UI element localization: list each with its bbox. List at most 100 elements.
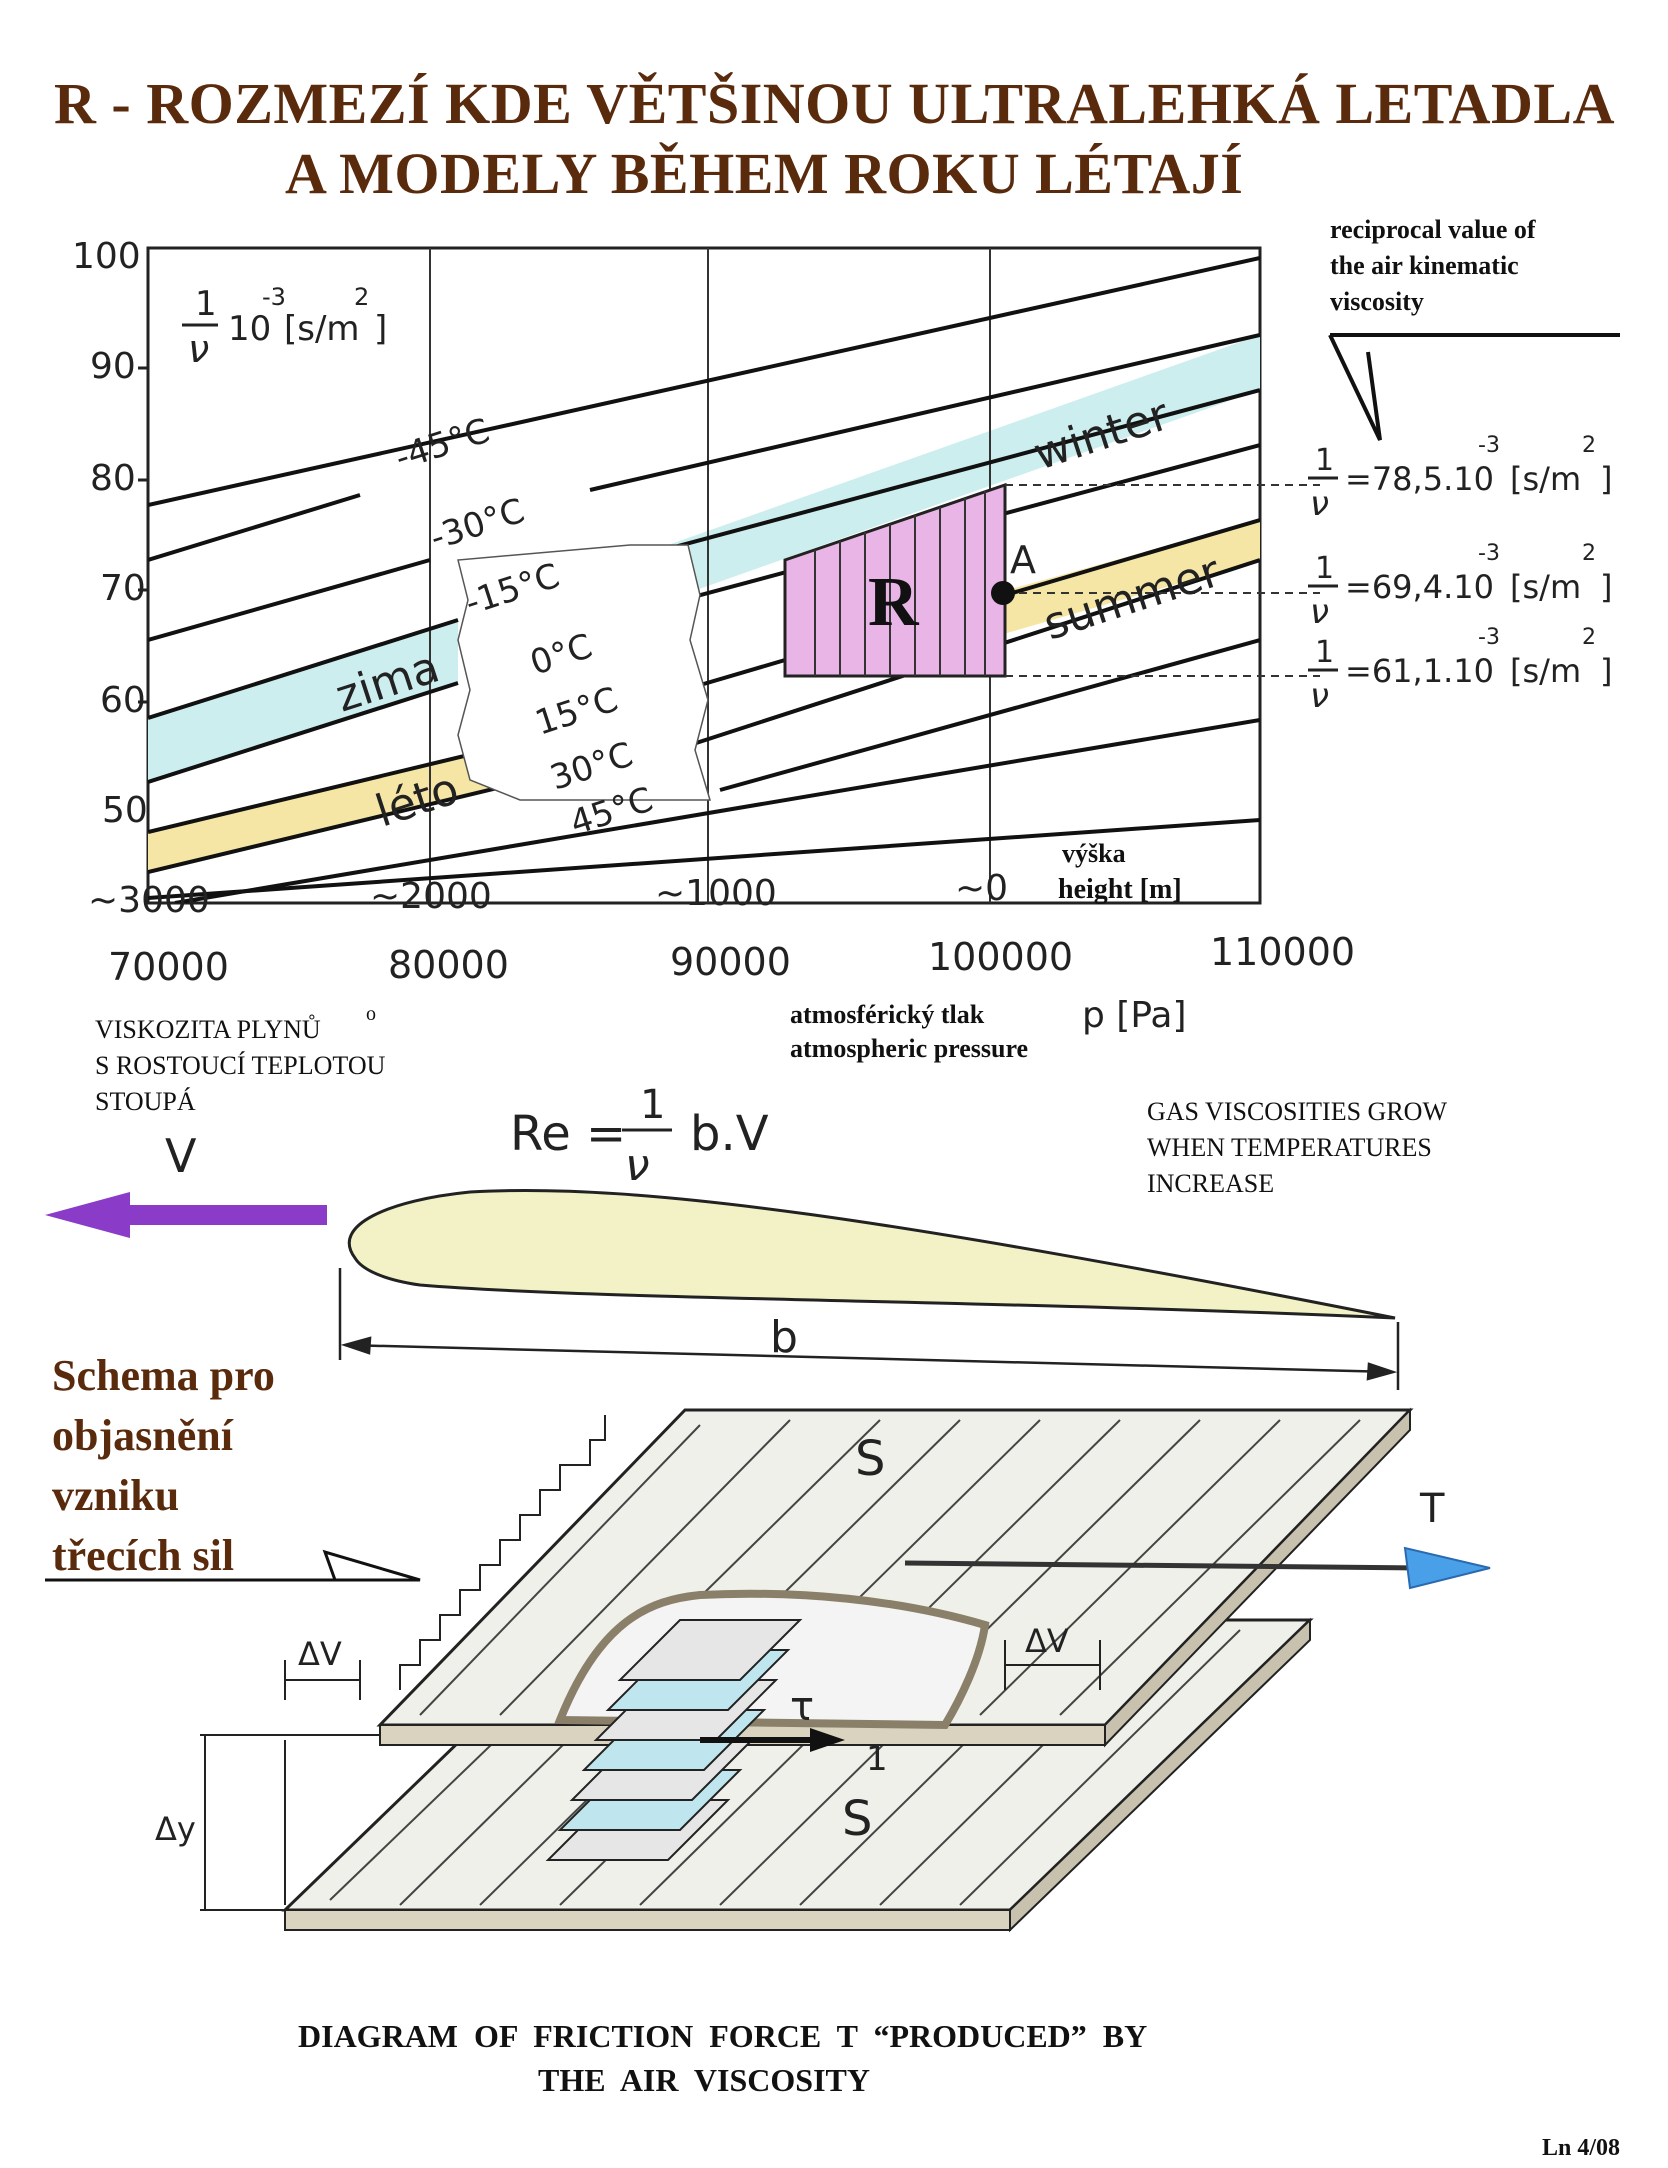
chord-label: b bbox=[770, 1312, 798, 1363]
gas-line3: INCREASE bbox=[1147, 1169, 1275, 1198]
x-tick-110000: 110000 bbox=[1210, 930, 1355, 974]
y-tick-50: 50 bbox=[102, 790, 148, 831]
ref-value-69: 1 ν =69,4.10 -3 [s/m 2 ] bbox=[1308, 541, 1612, 632]
pressure-label-cz: atmosférický tlak bbox=[790, 1000, 985, 1029]
svg-text:]: ] bbox=[1600, 568, 1612, 606]
top-plate bbox=[376, 1407, 1414, 1748]
height-ticks: ~3000 ~2000 ~1000 ~0 bbox=[88, 868, 1008, 921]
region-r-label: R bbox=[868, 564, 920, 641]
svg-text:-3: -3 bbox=[1478, 433, 1500, 458]
left-velocity-profile bbox=[200, 1415, 606, 1911]
x-tick-70000: 70000 bbox=[108, 945, 229, 989]
y-axis-ticks: 100 90 80 70 60 50 bbox=[72, 236, 148, 831]
svg-text:b.V: b.V bbox=[690, 1106, 769, 1162]
svg-text:=78,5.10: =78,5.10 bbox=[1345, 460, 1494, 498]
point-a-label: A bbox=[1010, 538, 1036, 582]
schema-line3: vzniku bbox=[52, 1471, 180, 1520]
pressure-label-en: atmospheric pressure bbox=[790, 1034, 1029, 1063]
force-t-label: T bbox=[1419, 1486, 1445, 1532]
delta-v-right: ΔV bbox=[1025, 1622, 1069, 1660]
x-axis-ticks: 70000 80000 90000 100000 110000 bbox=[108, 930, 1355, 989]
page-title-line1: R - ROZMEZÍ KDE VĚTŠINOU ULTRALEHKÁ LETA… bbox=[54, 70, 1615, 137]
height-tick-3000: ~3000 bbox=[88, 880, 210, 921]
svg-text:-3: -3 bbox=[1478, 625, 1500, 650]
pressure-label: atmosférický tlak atmospheric pressure bbox=[790, 998, 1028, 1066]
svg-text:výška: výška bbox=[1062, 839, 1126, 868]
svg-text:2: 2 bbox=[354, 283, 369, 311]
title-line1-text: - ROZMEZÍ KDE VĚTŠINOU ULTRALEHKÁ LETADL… bbox=[96, 71, 1615, 136]
x-tick-100000: 100000 bbox=[928, 935, 1073, 979]
gas-line2: WHEN TEMPERATURES bbox=[1147, 1133, 1432, 1162]
friction-diagram: V Re = 1 ν b.V b bbox=[45, 1082, 1491, 1933]
viskozita-note: VISKOZITA PLYNŮ S ROSTOUCÍ TEPLOTOU STOU… bbox=[95, 1012, 385, 1120]
tau-label: τ bbox=[790, 1684, 814, 1730]
reference-values: 1 ν =78,5.10 -3 [s/m 2 ] 1 ν =69,4.10 -3… bbox=[1308, 433, 1612, 716]
viskozita-line1: VISKOZITA PLYNŮ bbox=[95, 1015, 321, 1044]
plot-area bbox=[146, 246, 1320, 905]
svg-text:1: 1 bbox=[640, 1082, 665, 1128]
delta-v-left: ΔV bbox=[298, 1635, 342, 1673]
svg-text:1: 1 bbox=[1315, 551, 1334, 586]
velocity-symbol: V bbox=[165, 1129, 197, 1183]
svg-text:-3: -3 bbox=[262, 283, 286, 311]
y-tick-90: 90 bbox=[90, 346, 136, 387]
svg-text:1: 1 bbox=[1315, 635, 1334, 670]
svg-text:]: ] bbox=[1600, 652, 1612, 690]
svg-text:2: 2 bbox=[1582, 541, 1596, 566]
fluid-layers bbox=[545, 1619, 803, 1861]
reference-lines bbox=[1005, 484, 1320, 677]
svg-text:ν: ν bbox=[625, 1140, 650, 1191]
gas-viscosities-note: GAS VISCOSITIES GROW WHEN TEMPERATURES I… bbox=[1147, 1094, 1447, 1202]
y-tick-80: 80 bbox=[90, 458, 136, 499]
reciprocal-line1: reciprocal value of bbox=[1330, 215, 1536, 244]
svg-text:ν: ν bbox=[1310, 592, 1329, 632]
svg-text:-3: -3 bbox=[1478, 541, 1500, 566]
y-tick-100: 100 bbox=[72, 236, 141, 277]
caption-line1: DIAGRAM OF FRICTION FORCE T “PRODUCED” B… bbox=[298, 2018, 1148, 2054]
svg-text:=69,4.10: =69,4.10 bbox=[1345, 568, 1494, 606]
svg-text:]: ] bbox=[1600, 460, 1612, 498]
gas-line1: GAS VISCOSITIES GROW bbox=[1147, 1097, 1447, 1126]
height-tick-2000: ~2000 bbox=[370, 876, 492, 917]
chord-dimension bbox=[338, 1268, 1400, 1390]
tau-arrow bbox=[700, 1728, 845, 1752]
reciprocal-line2: the air kinematic bbox=[1330, 251, 1519, 280]
surface-bottom-label: S bbox=[842, 1791, 872, 1847]
x-tick-90000: 90000 bbox=[670, 940, 791, 984]
title-prefix: R bbox=[54, 71, 97, 136]
force-t-arrow bbox=[904, 1546, 1491, 1590]
ref-value-61: 1 ν =61,1.10 -3 [s/m 2 ] bbox=[1308, 625, 1612, 716]
callout-pointer bbox=[1328, 333, 1620, 441]
svg-text:2: 2 bbox=[1582, 433, 1596, 458]
band-zima bbox=[148, 620, 458, 782]
reciprocal-line3: viscosity bbox=[1330, 287, 1424, 316]
svg-text:height [m]: height [m] bbox=[1058, 874, 1182, 905]
viskozita-line2: S ROSTOUCÍ TEPLOTOU bbox=[95, 1051, 386, 1080]
page-title-line2: A MODELY BĚHEM ROKU LÉTAJÍ bbox=[285, 141, 1244, 206]
right-velocity-dimension bbox=[1004, 1640, 1101, 1690]
schema-line2: objasnění bbox=[52, 1411, 233, 1460]
schema-pointer bbox=[45, 1549, 421, 1582]
svg-text:Re =: Re = bbox=[510, 1106, 626, 1162]
y-axis-label: 1 ν 10 -3 [s/m 2 ] bbox=[182, 283, 387, 371]
x-tick-80000: 80000 bbox=[388, 943, 509, 987]
point-a bbox=[991, 581, 1015, 605]
caption-line2: THE AIR VISCOSITY bbox=[538, 2062, 870, 2098]
svg-text:=61,1.10: =61,1.10 bbox=[1345, 652, 1494, 690]
viskozita-line3: STOUPÁ bbox=[95, 1087, 196, 1116]
schema-label: Schema pro objasnění vzniku třecích sil bbox=[52, 1346, 275, 1586]
height-label: výška height [m] bbox=[1058, 839, 1182, 905]
ref-value-78: 1 ν =78,5.10 -3 [s/m 2 ] bbox=[1308, 433, 1612, 524]
svg-text:2: 2 bbox=[1582, 625, 1596, 650]
page-id: Ln 4/08 bbox=[1542, 2135, 1621, 2161]
svg-text:ν: ν bbox=[188, 327, 209, 371]
height-tick-1000: ~1000 bbox=[655, 873, 777, 914]
region-r-hatch bbox=[814, 491, 986, 676]
svg-text:ν: ν bbox=[1310, 484, 1329, 524]
airfoil bbox=[347, 1188, 1396, 1320]
torn-blank bbox=[457, 544, 712, 801]
viscosity-chart: -45°C -30°C -15°C 0°C 15°C 30°C 45°C win… bbox=[72, 236, 1620, 989]
reciprocal-note: reciprocal value of the air kinematic vi… bbox=[1330, 212, 1536, 320]
svg-text:[s/m: [s/m bbox=[1510, 460, 1581, 498]
viskozita-superscript: o bbox=[366, 1003, 376, 1025]
